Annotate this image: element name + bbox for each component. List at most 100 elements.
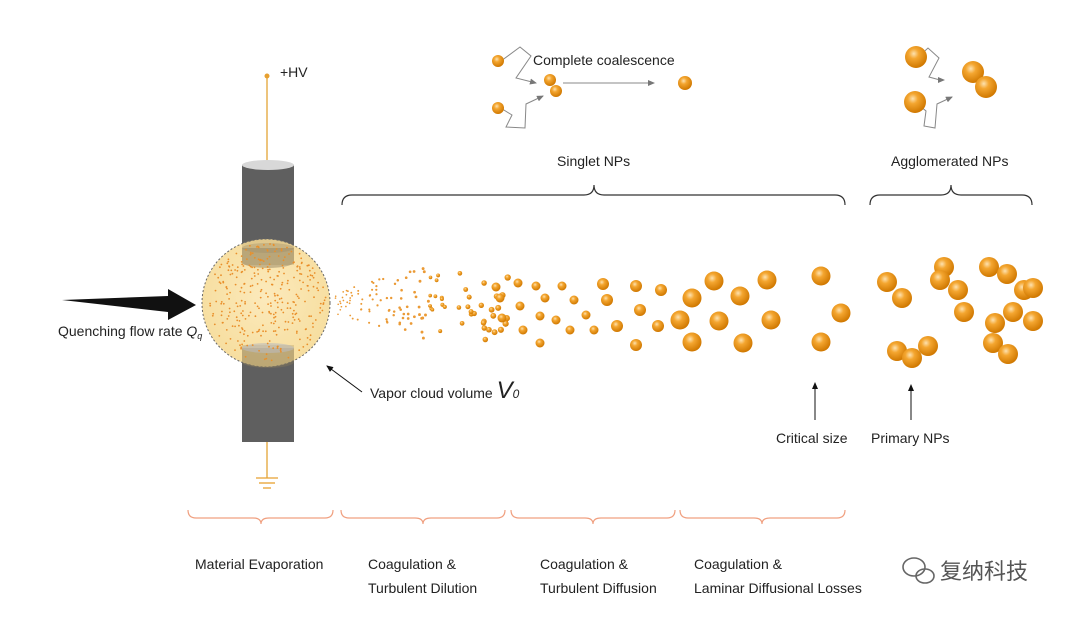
vapor-atom	[249, 265, 252, 268]
nanoparticle	[457, 270, 463, 276]
vapor-atom	[251, 344, 254, 346]
vapor-atom	[308, 315, 311, 318]
vapor-atom	[301, 261, 303, 264]
vapor-atom	[269, 243, 271, 245]
vapor-atom	[234, 349, 236, 351]
singlet-nanoparticle	[811, 332, 831, 352]
vapor-atom	[270, 359, 273, 362]
vapor-atom	[240, 299, 243, 302]
vapor-atom	[222, 302, 225, 305]
nanoparticle	[339, 308, 342, 311]
vapor-atom	[240, 261, 243, 263]
nanoparticle	[630, 339, 642, 351]
vapor-atom	[229, 311, 231, 314]
vapor-atom	[281, 301, 284, 304]
vapor-atom	[256, 283, 259, 285]
agglomerated-nanoparticle	[998, 344, 1018, 364]
nanoparticle	[396, 279, 400, 282]
vapor-atom	[314, 319, 317, 321]
vapor-atom	[266, 266, 269, 268]
nanoparticle	[357, 292, 360, 295]
vapor-atom	[295, 293, 298, 296]
vapor-atom	[272, 243, 275, 246]
vapor-atom	[253, 272, 256, 274]
vapor-atom	[300, 257, 303, 260]
nanoparticle	[497, 313, 507, 323]
nanoparticle	[481, 325, 488, 331]
vapor-atom	[236, 269, 239, 272]
stage-4-label-line2: Laminar Diffusional Losses	[694, 580, 862, 596]
vapor-atom	[306, 337, 309, 339]
vapor-atom	[261, 311, 264, 314]
vapor-atom	[299, 338, 301, 341]
vapor-atom	[220, 274, 222, 277]
watermark-text: 复纳科技	[940, 559, 1028, 584]
vapor-atom	[309, 274, 312, 277]
vapor-atom	[235, 302, 238, 304]
singlet-nanoparticle	[670, 310, 690, 330]
vapor-atom	[256, 305, 259, 308]
agglomerated-nanoparticle	[1023, 278, 1043, 298]
vapor-atom	[253, 256, 256, 259]
nanoparticle	[382, 277, 385, 281]
vapor-atom	[268, 255, 271, 258]
vapor-atom	[286, 328, 289, 331]
vapor-atom	[263, 244, 265, 246]
stage-3-label-line1: Coagulation &	[540, 556, 629, 572]
singlet-nanoparticle	[761, 310, 781, 330]
nanoparticle	[392, 310, 396, 313]
vapor-atom	[294, 304, 297, 306]
vapor-atom	[251, 252, 254, 255]
nanoparticle	[342, 291, 345, 293]
vapor-atom	[283, 272, 285, 275]
vapor-atom	[243, 340, 246, 342]
nanoparticle	[513, 278, 523, 288]
vapor-atom	[292, 316, 295, 319]
vapor-atom	[280, 350, 282, 353]
nanoparticle	[360, 308, 363, 311]
nanoparticle	[490, 312, 497, 319]
vapor-atom	[304, 300, 306, 303]
nanoparticle	[393, 282, 397, 286]
vapor-atom	[227, 315, 230, 317]
vapor-atom	[229, 338, 232, 340]
vapor-atom	[310, 315, 312, 318]
nanoparticle	[377, 324, 381, 328]
vapor-atom	[269, 302, 272, 304]
nanoparticle	[342, 299, 345, 302]
vapor-atom	[229, 291, 232, 294]
nanoparticle	[392, 313, 395, 317]
vapor-atom	[286, 246, 288, 249]
vapor-atom	[299, 272, 301, 275]
vapor-atom	[296, 265, 299, 268]
vapor-atom	[322, 286, 324, 289]
vapor-atom	[225, 286, 228, 288]
vapor-atom	[282, 311, 285, 314]
nanoparticle	[535, 311, 545, 321]
nanoparticle	[418, 279, 422, 283]
nanoparticle	[357, 289, 360, 292]
nanoparticle	[442, 304, 447, 309]
vapor-atom	[287, 356, 290, 359]
inset-nanoparticle	[905, 46, 927, 68]
nanoparticle	[408, 270, 412, 274]
nanoparticle	[634, 304, 646, 316]
stage-2-label-line1: Coagulation &	[368, 556, 457, 572]
nanoparticle	[468, 309, 474, 315]
nanoparticle	[348, 302, 351, 305]
nanoparticle	[368, 308, 371, 311]
nanoparticle	[463, 287, 469, 292]
nanoparticle	[375, 288, 378, 291]
inset-nanoparticle	[904, 91, 926, 113]
vapor-atom	[307, 285, 309, 287]
vapor-atom	[299, 268, 301, 270]
vapor-atom	[228, 307, 231, 310]
vapor-atom	[267, 295, 269, 298]
stage-4-label-line1: Coagulation &	[694, 556, 783, 572]
vapor-atom	[225, 329, 228, 331]
vapor-atom	[324, 296, 327, 299]
vapor-atom	[272, 322, 275, 325]
nanoparticle	[371, 298, 374, 301]
nanoparticle	[495, 304, 502, 311]
nanoparticle	[481, 280, 487, 286]
